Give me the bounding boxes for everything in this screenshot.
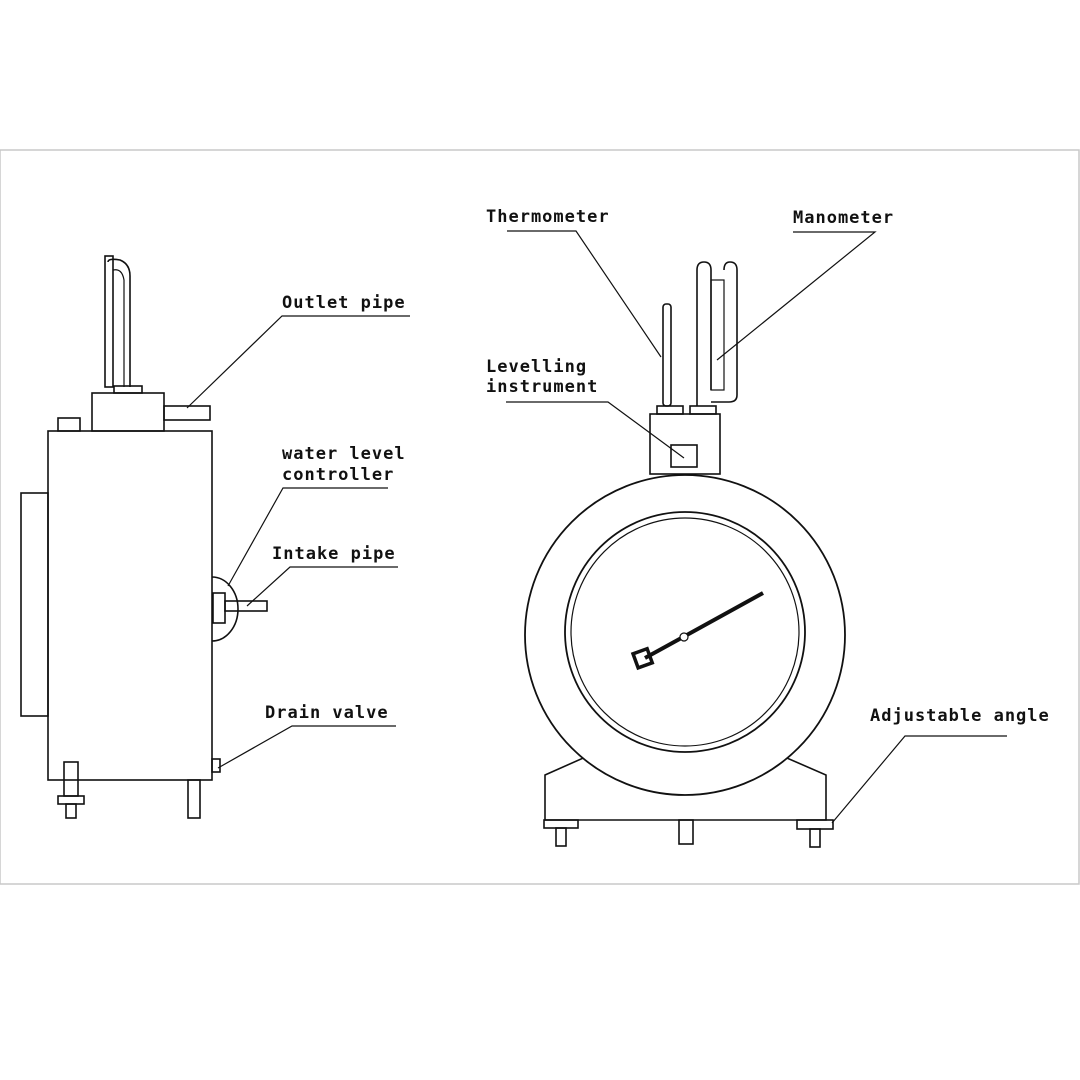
foot-right: [187, 779, 201, 819]
top-housing: [649, 413, 721, 475]
label-levelling-instrument-1: Levelling: [486, 357, 587, 377]
intake-pipe: [224, 600, 268, 612]
label-outlet-pipe: Outlet pipe: [282, 293, 406, 313]
manometer-tube: [696, 261, 738, 406]
vertical-tube: [104, 255, 114, 388]
pointer-hub: [679, 632, 689, 642]
top-box: [91, 392, 165, 432]
label-intake-pipe: Intake pipe: [272, 544, 396, 564]
label-water-level-controller-2: controller: [282, 465, 394, 485]
side-view: [20, 255, 268, 819]
foot-center-front: [678, 819, 694, 845]
meter-body-side: [47, 430, 213, 781]
label-levelling-instrument-2: instrument: [486, 377, 598, 397]
drain-tap: [63, 761, 79, 797]
label-manometer: Manometer: [793, 208, 894, 228]
foot-right-front: [796, 819, 834, 830]
diagram-panel: [0, 149, 1080, 885]
top-connector: [113, 385, 143, 394]
dial-pointer-tail: [644, 634, 686, 660]
label-thermometer: Thermometer: [486, 207, 610, 227]
levelling-instrument: [670, 444, 698, 468]
water-level-controller: [211, 576, 239, 642]
front-view: [524, 261, 846, 821]
dial-pointer: [684, 591, 764, 638]
label-water-level-controller-1: water level: [282, 444, 406, 464]
pointer-weight: [630, 646, 655, 671]
side-panel: [20, 492, 49, 717]
outlet-pipe: [163, 405, 211, 421]
leader-lines-right: [506, 230, 1007, 824]
drain-valve: [211, 758, 221, 773]
top-cap: [57, 417, 81, 432]
thermometer-tube: [662, 303, 672, 407]
dial-ring: [564, 511, 806, 753]
dial-face: [570, 517, 800, 747]
label-adjustable-angle: Adjustable angle: [870, 706, 1050, 726]
label-drain-valve: Drain valve: [265, 703, 389, 723]
adjustable-feet: [543, 819, 834, 848]
leader-lines-left: [186, 315, 410, 769]
u-tube: [107, 258, 131, 387]
foot-left-front: [543, 819, 579, 829]
